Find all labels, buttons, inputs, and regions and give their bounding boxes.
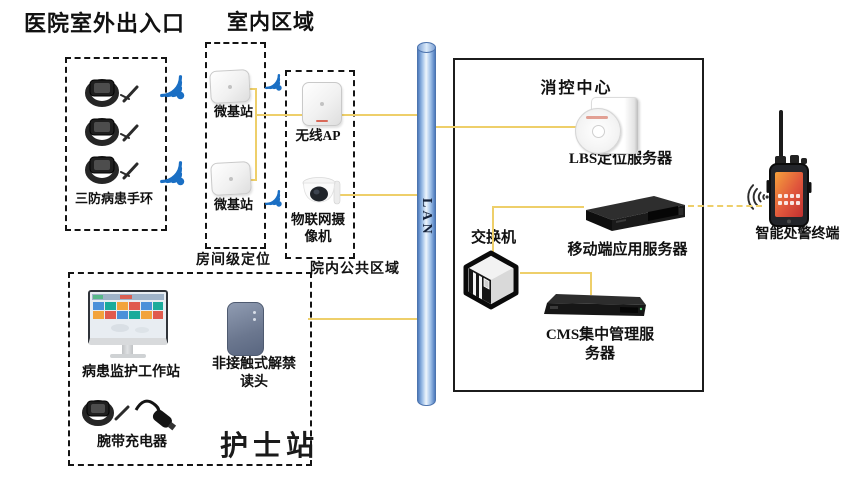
cms-server-label: CMS集中管理服 务器 [545,327,655,362]
patient-wristband-icon [83,151,141,185]
wireless-signal-icon [742,182,772,212]
wifi-signal-icon [262,72,285,93]
wire-server-terminal-dashed [688,205,762,207]
public-zone-box [285,70,355,259]
micro-station-bottom-label: 微基站 [213,197,253,212]
wire-lan-lbs [434,126,576,128]
lbs-server-disc-icon [575,108,621,154]
alarm-terminal-icon [763,110,815,230]
iot-camera-icon [301,175,343,211]
patient-wristband-icon [83,113,141,147]
alarm-terminal-label: 智能处警终端 [755,227,840,242]
mobile-app-server-icon [582,194,688,234]
public-area-caption: 院内公共区域 [310,262,400,277]
lbs-server-label: LBS定位服务器 [568,151,673,167]
wifi-signal-icon [156,158,189,189]
wire-trunk-vertical [255,88,257,181]
wire-camera-lan [340,194,417,196]
wire-switch-up [492,206,494,253]
micro-station-top-label: 微基站 [213,104,253,119]
lan-bus [417,47,436,406]
wifi-signal-icon [156,72,189,103]
reader-label: 非接触式解禁 读头 [212,357,296,390]
nurse-station-title: 护士站 [220,431,320,462]
wristband-charger-icon [80,388,188,434]
control-center-title: 消控中心 [540,80,613,97]
contactless-reader-icon [227,302,264,356]
iot-camera-label: 物联网摄 像机 [291,212,345,244]
workstation-monitor-icon [88,290,168,358]
outdoor-entrance-title: 医院室外出入口 [24,11,186,36]
wifi-signal-icon [262,188,285,209]
wire-nurse-lan [308,318,417,320]
micro-base-station-icon [210,160,252,197]
patient-wristband-icon [83,74,141,108]
micro-base-station-icon [209,68,251,105]
charger-label: 腕带充电器 [97,435,167,450]
lan-bus-label: LAN [419,198,434,237]
micro-station-zone-box [205,42,266,249]
wire-cms-down [590,272,592,295]
nurse-station-box [68,272,312,466]
indoor-area-title: 室内区域 [227,10,315,34]
wireless-ap-icon [302,82,342,126]
cms-server-icon [540,291,648,321]
mobile-app-server-label: 移动端应用服务器 [567,242,688,258]
workstation-label: 病患监护工作站 [82,365,180,380]
control-center-box [453,58,704,392]
room-level-positioning-caption: 房间级定位 [196,253,271,268]
wireless-ap-label: 无线AP [295,128,341,143]
wristband-zone-box [65,57,167,231]
wire-switch-right [520,272,592,274]
lan-bus-cap [417,42,436,53]
wristband-zone-label: 三防病患手环 [74,191,153,206]
network-switch-icon [461,250,521,310]
wire-station2-trunk [248,179,257,181]
wire-switch-mobileserver [492,206,584,208]
